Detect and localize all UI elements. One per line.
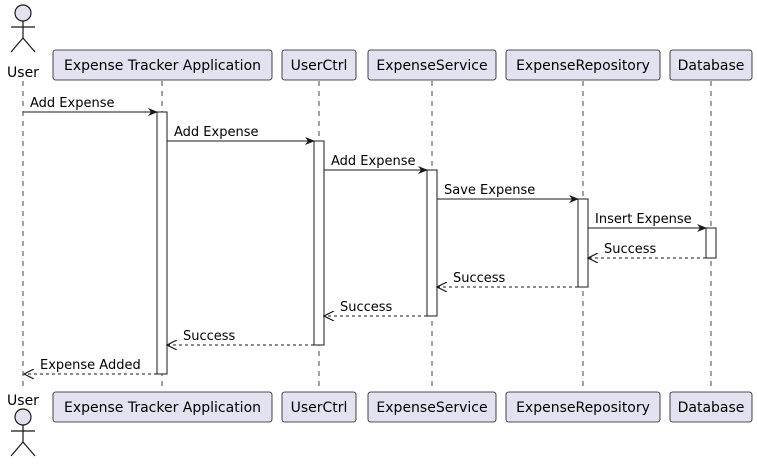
message-8: Success: [324, 300, 427, 316]
message-10: Expense Added: [24, 358, 157, 374]
actor-top: User: [7, 4, 39, 81]
actor-label-top: User: [7, 65, 39, 81]
message-6: Success: [588, 242, 706, 258]
message-2: Add Expense: [167, 125, 315, 145]
participant-userctrl-top: UserCtrl: [281, 49, 357, 81]
participant-label: ExpenseService: [376, 58, 487, 74]
participant-label: ExpenseService: [376, 400, 487, 416]
participant-label: Expense Tracker Application: [64, 400, 261, 416]
message-5: Insert Expense: [588, 212, 707, 232]
participant-service-bottom: ExpenseService: [367, 391, 497, 423]
actor-head-icon: [14, 408, 32, 426]
message-label: Save Expense: [444, 183, 535, 198]
message-7: Success: [437, 271, 578, 287]
message-label: Add Expense: [30, 96, 114, 111]
participant-db-bottom: Database: [669, 391, 753, 423]
message-label: Expense Added: [40, 358, 141, 373]
activation-userctrl: [313, 140, 325, 346]
participant-label: UserCtrl: [291, 58, 348, 74]
message-label: Success: [604, 242, 657, 257]
message-label: Insert Expense: [595, 212, 692, 227]
participant-repo-bottom: ExpenseRepository: [505, 391, 661, 423]
participant-label: Database: [678, 400, 745, 416]
participant-repo-top: ExpenseRepository: [505, 49, 661, 81]
activation-app: [156, 111, 168, 375]
message-4: Save Expense: [437, 183, 579, 203]
message-1: Add Expense: [23, 96, 158, 116]
actor-label-bottom: User: [7, 393, 39, 409]
message-9: Success: [167, 329, 314, 345]
message-label: Success: [183, 329, 236, 344]
participant-label: Database: [678, 58, 745, 74]
message-label: Success: [340, 300, 393, 315]
activation-service: [426, 169, 438, 317]
participant-label: ExpenseRepository: [516, 58, 650, 74]
participant-label: Expense Tracker Application: [64, 58, 261, 74]
participant-label: UserCtrl: [291, 400, 348, 416]
participant-service-top: ExpenseService: [367, 49, 497, 81]
participant-label: ExpenseRepository: [516, 400, 650, 416]
participant-userctrl-bottom: UserCtrl: [281, 391, 357, 423]
actor-bottom: User: [7, 393, 39, 457]
participant-db-top: Database: [669, 49, 753, 81]
actor-head-icon: [14, 4, 32, 22]
activation-db: [705, 227, 717, 259]
message-label: Success: [453, 271, 506, 286]
message-3: Add Expense: [324, 154, 428, 174]
message-label: Add Expense: [331, 154, 415, 169]
participant-app-top: Expense Tracker Application: [52, 49, 273, 81]
activation-repo: [577, 198, 589, 288]
message-label: Add Expense: [174, 125, 258, 140]
participant-app-bottom: Expense Tracker Application: [52, 391, 273, 423]
